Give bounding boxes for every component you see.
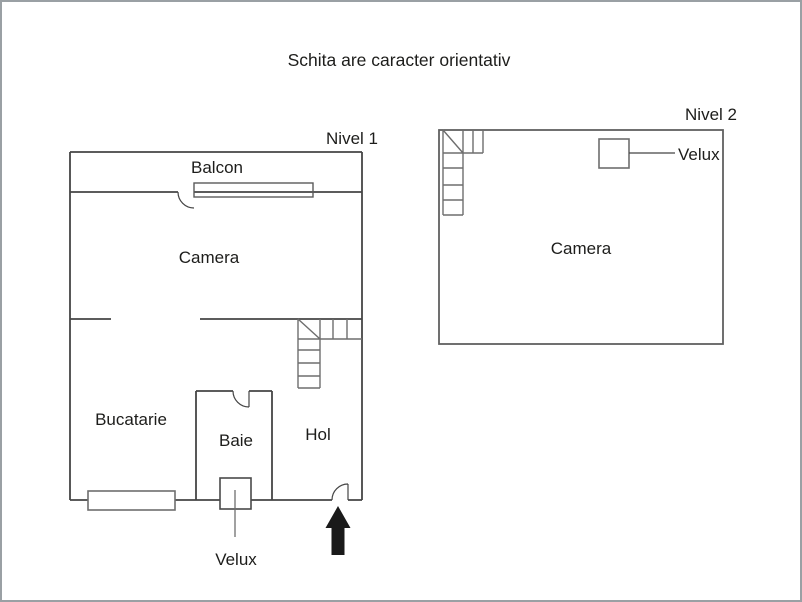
room-label-camera-1: Camera: [179, 248, 240, 267]
kitchen-window-icon: [87, 490, 176, 511]
level2-walls: [438, 129, 724, 345]
room-label-bucatarie: Bucatarie: [95, 410, 167, 429]
entrance-arrow-icon: [325, 506, 351, 555]
room-label-balcon: Balcon: [191, 158, 243, 177]
bathroom-door-icon: [232, 390, 250, 408]
level1-label: Nivel 1: [326, 129, 378, 148]
balcony-door-icon: [177, 191, 195, 209]
level2-velux-icon: [598, 138, 630, 169]
level1-velux-label: Velux: [215, 550, 257, 569]
room-label-baie: Baie: [219, 431, 253, 450]
room-label-camera-2: Camera: [551, 239, 612, 258]
level1-plan: Nivel 1 Balcon Camera Bucatarie Baie Hol…: [69, 129, 378, 569]
level2-velux-label: Velux: [678, 145, 720, 164]
level2-label: Nivel 2: [685, 105, 737, 124]
balcony-window-icon: [193, 182, 314, 198]
level2-staircase-icon: [442, 129, 484, 216]
level1-walls: [69, 151, 363, 501]
level1-staircase-icon: [297, 318, 362, 389]
room-label-hol: Hol: [305, 425, 331, 444]
diagram-title: Schita are caracter orientativ: [288, 50, 511, 70]
entrance-door-icon: [331, 483, 349, 501]
level2-plan: Nivel 2 Camera Velux: [438, 105, 737, 345]
